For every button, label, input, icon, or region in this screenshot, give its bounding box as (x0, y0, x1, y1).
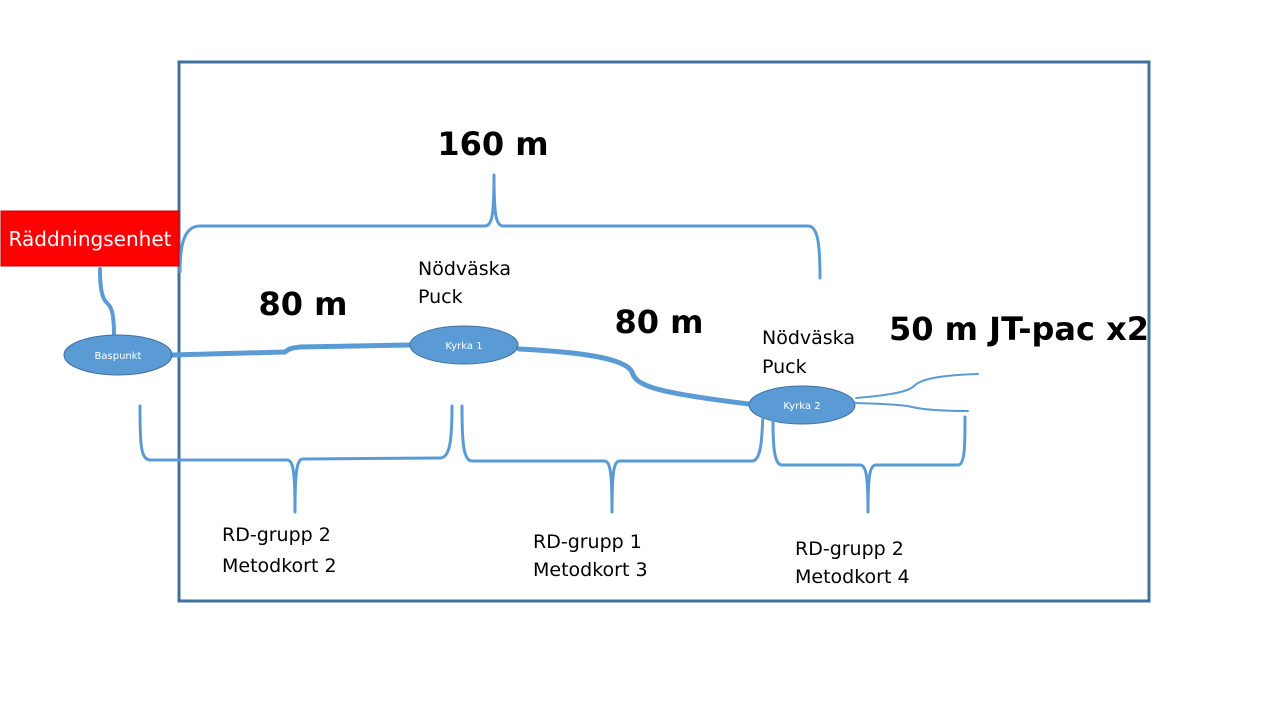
node-kyrka-2-label: Kyrka 2 (783, 401, 820, 412)
jt-pac-label: 50 m JT-pac x2 (889, 310, 1149, 348)
segment-1-distance: 80 m (258, 285, 347, 323)
total-distance-label: 160 m (437, 125, 548, 163)
rescue-unit-box: Räddningsenhet (0, 210, 180, 267)
node-kyrka-1: Kyrka 1 (409, 325, 519, 365)
line-base-to-kyrka1 (169, 342, 413, 358)
segment-2-distance: 80 m (614, 303, 703, 341)
group-1-line1: RD-grupp 2 (222, 524, 331, 546)
node-kyrka-2: Kyrka 2 (748, 385, 856, 425)
group-1-line2: Metodkort 2 (222, 555, 337, 577)
jt-pac-line-2 (855, 402, 969, 412)
jt-pac-line-1 (855, 373, 979, 399)
group-3-brace (771, 415, 967, 514)
kyrka-2-note-line1: Nödväska (762, 327, 855, 349)
unit-connection-line (98, 267, 116, 340)
kyrka-1-note-line1: Nödväska (418, 258, 511, 280)
group-2-line1: RD-grupp 1 (533, 531, 642, 553)
group-3-line1: RD-grupp 2 (795, 538, 904, 560)
node-baspunkt-label: Baspunkt (95, 351, 142, 362)
rescue-unit-label: Räddningsenhet (9, 227, 172, 251)
group-1-brace (138, 404, 454, 514)
kyrka-1-note-line2: Puck (418, 286, 463, 308)
total-distance-brace (178, 173, 822, 280)
group-3-line2: Metodkort 4 (795, 566, 910, 588)
area-frame (177, 60, 1151, 603)
group-2-brace (460, 404, 765, 514)
line-kyrka1-to-kyrka2 (516, 346, 752, 407)
group-2-line2: Metodkort 3 (533, 559, 648, 581)
node-baspunkt: Baspunkt (63, 334, 173, 376)
node-kyrka-1-label: Kyrka 1 (445, 341, 482, 352)
kyrka-2-note-line2: Puck (762, 356, 807, 378)
